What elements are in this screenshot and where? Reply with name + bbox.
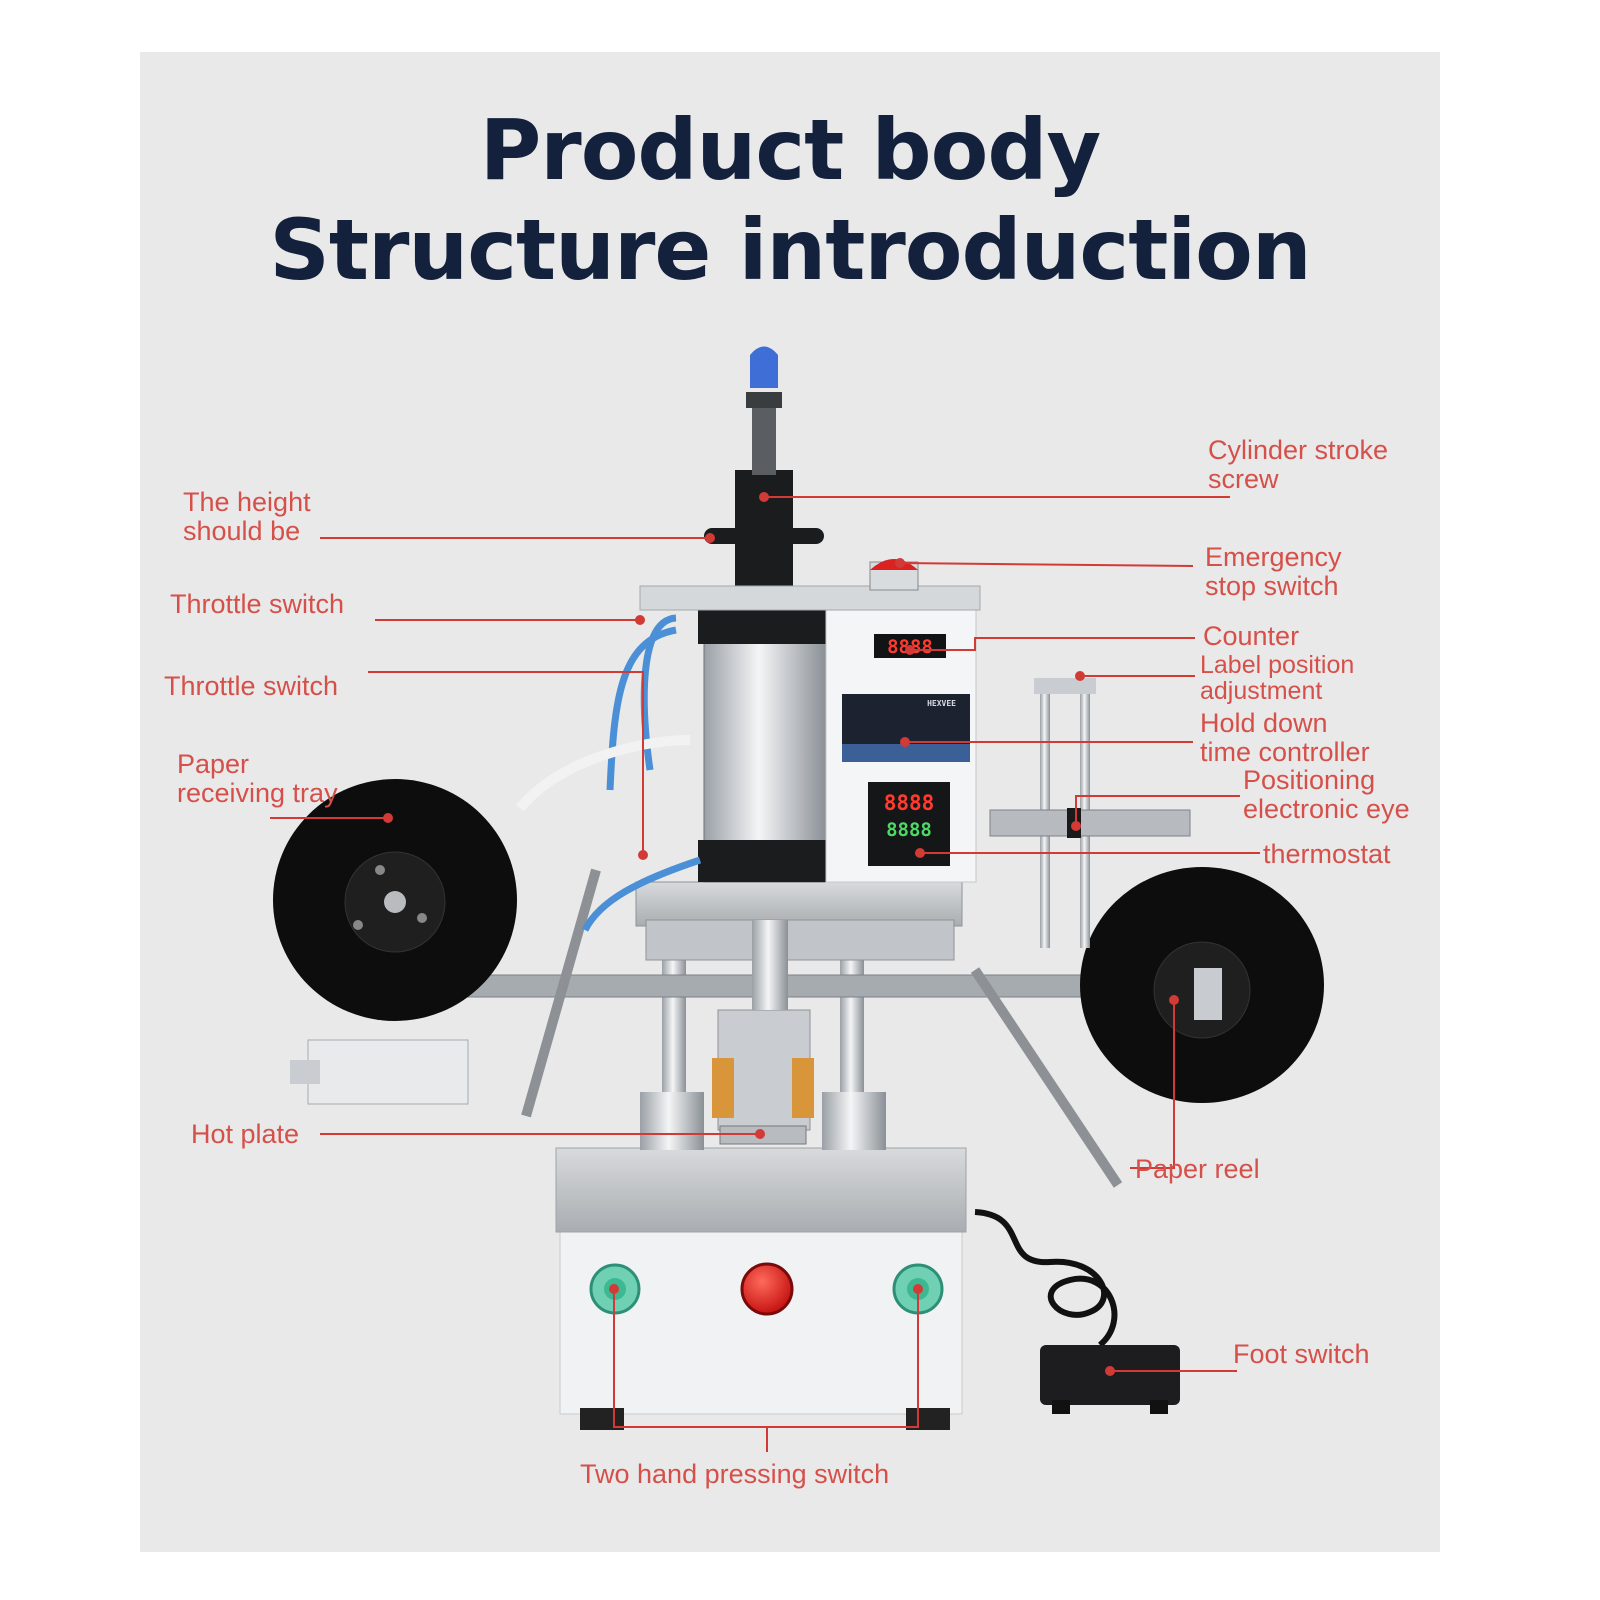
label-thermostat: thermostat xyxy=(1263,839,1391,869)
press-columns xyxy=(640,940,886,1150)
white-cable xyxy=(516,735,691,812)
machine-readouts: 8888 HEXVEE 8888 8888 xyxy=(884,636,956,841)
base-cabinet xyxy=(555,1147,967,1430)
thermostat-display-top: 8888 xyxy=(884,791,935,815)
foot-switch-pedal xyxy=(974,1209,1180,1414)
label-throttle-switch-1: Throttle switch xyxy=(170,589,345,619)
label-foot-switch: Foot switch xyxy=(1233,1339,1370,1369)
right-paper-reel xyxy=(1080,867,1324,1103)
left-tray-bracket xyxy=(290,1039,469,1105)
label-hot-plate: Hot plate xyxy=(191,1119,300,1149)
upper-press-block xyxy=(635,881,963,1010)
leader-lines xyxy=(270,496,1260,1452)
leader-dots xyxy=(383,492,1179,1376)
brand-label: HEXVEE xyxy=(927,699,956,708)
label-throttle-switch-2: Throttle switch xyxy=(164,671,339,701)
pneumatic-cylinder xyxy=(698,346,832,883)
title-line-1: Product body xyxy=(479,101,1102,199)
label-two-hand-pressing-switch: Two hand pressing switch xyxy=(580,1459,890,1489)
label-counter: Counter xyxy=(1203,621,1300,651)
right-guide-arm xyxy=(970,967,1123,1188)
left-paper-reel xyxy=(273,779,517,1021)
label-paper-reel: Paper reel xyxy=(1135,1154,1260,1184)
title-line-2: Structure introduction xyxy=(269,201,1311,299)
thermostat-display-bottom: 8888 xyxy=(886,819,932,841)
left-guide-arm xyxy=(521,868,601,1118)
